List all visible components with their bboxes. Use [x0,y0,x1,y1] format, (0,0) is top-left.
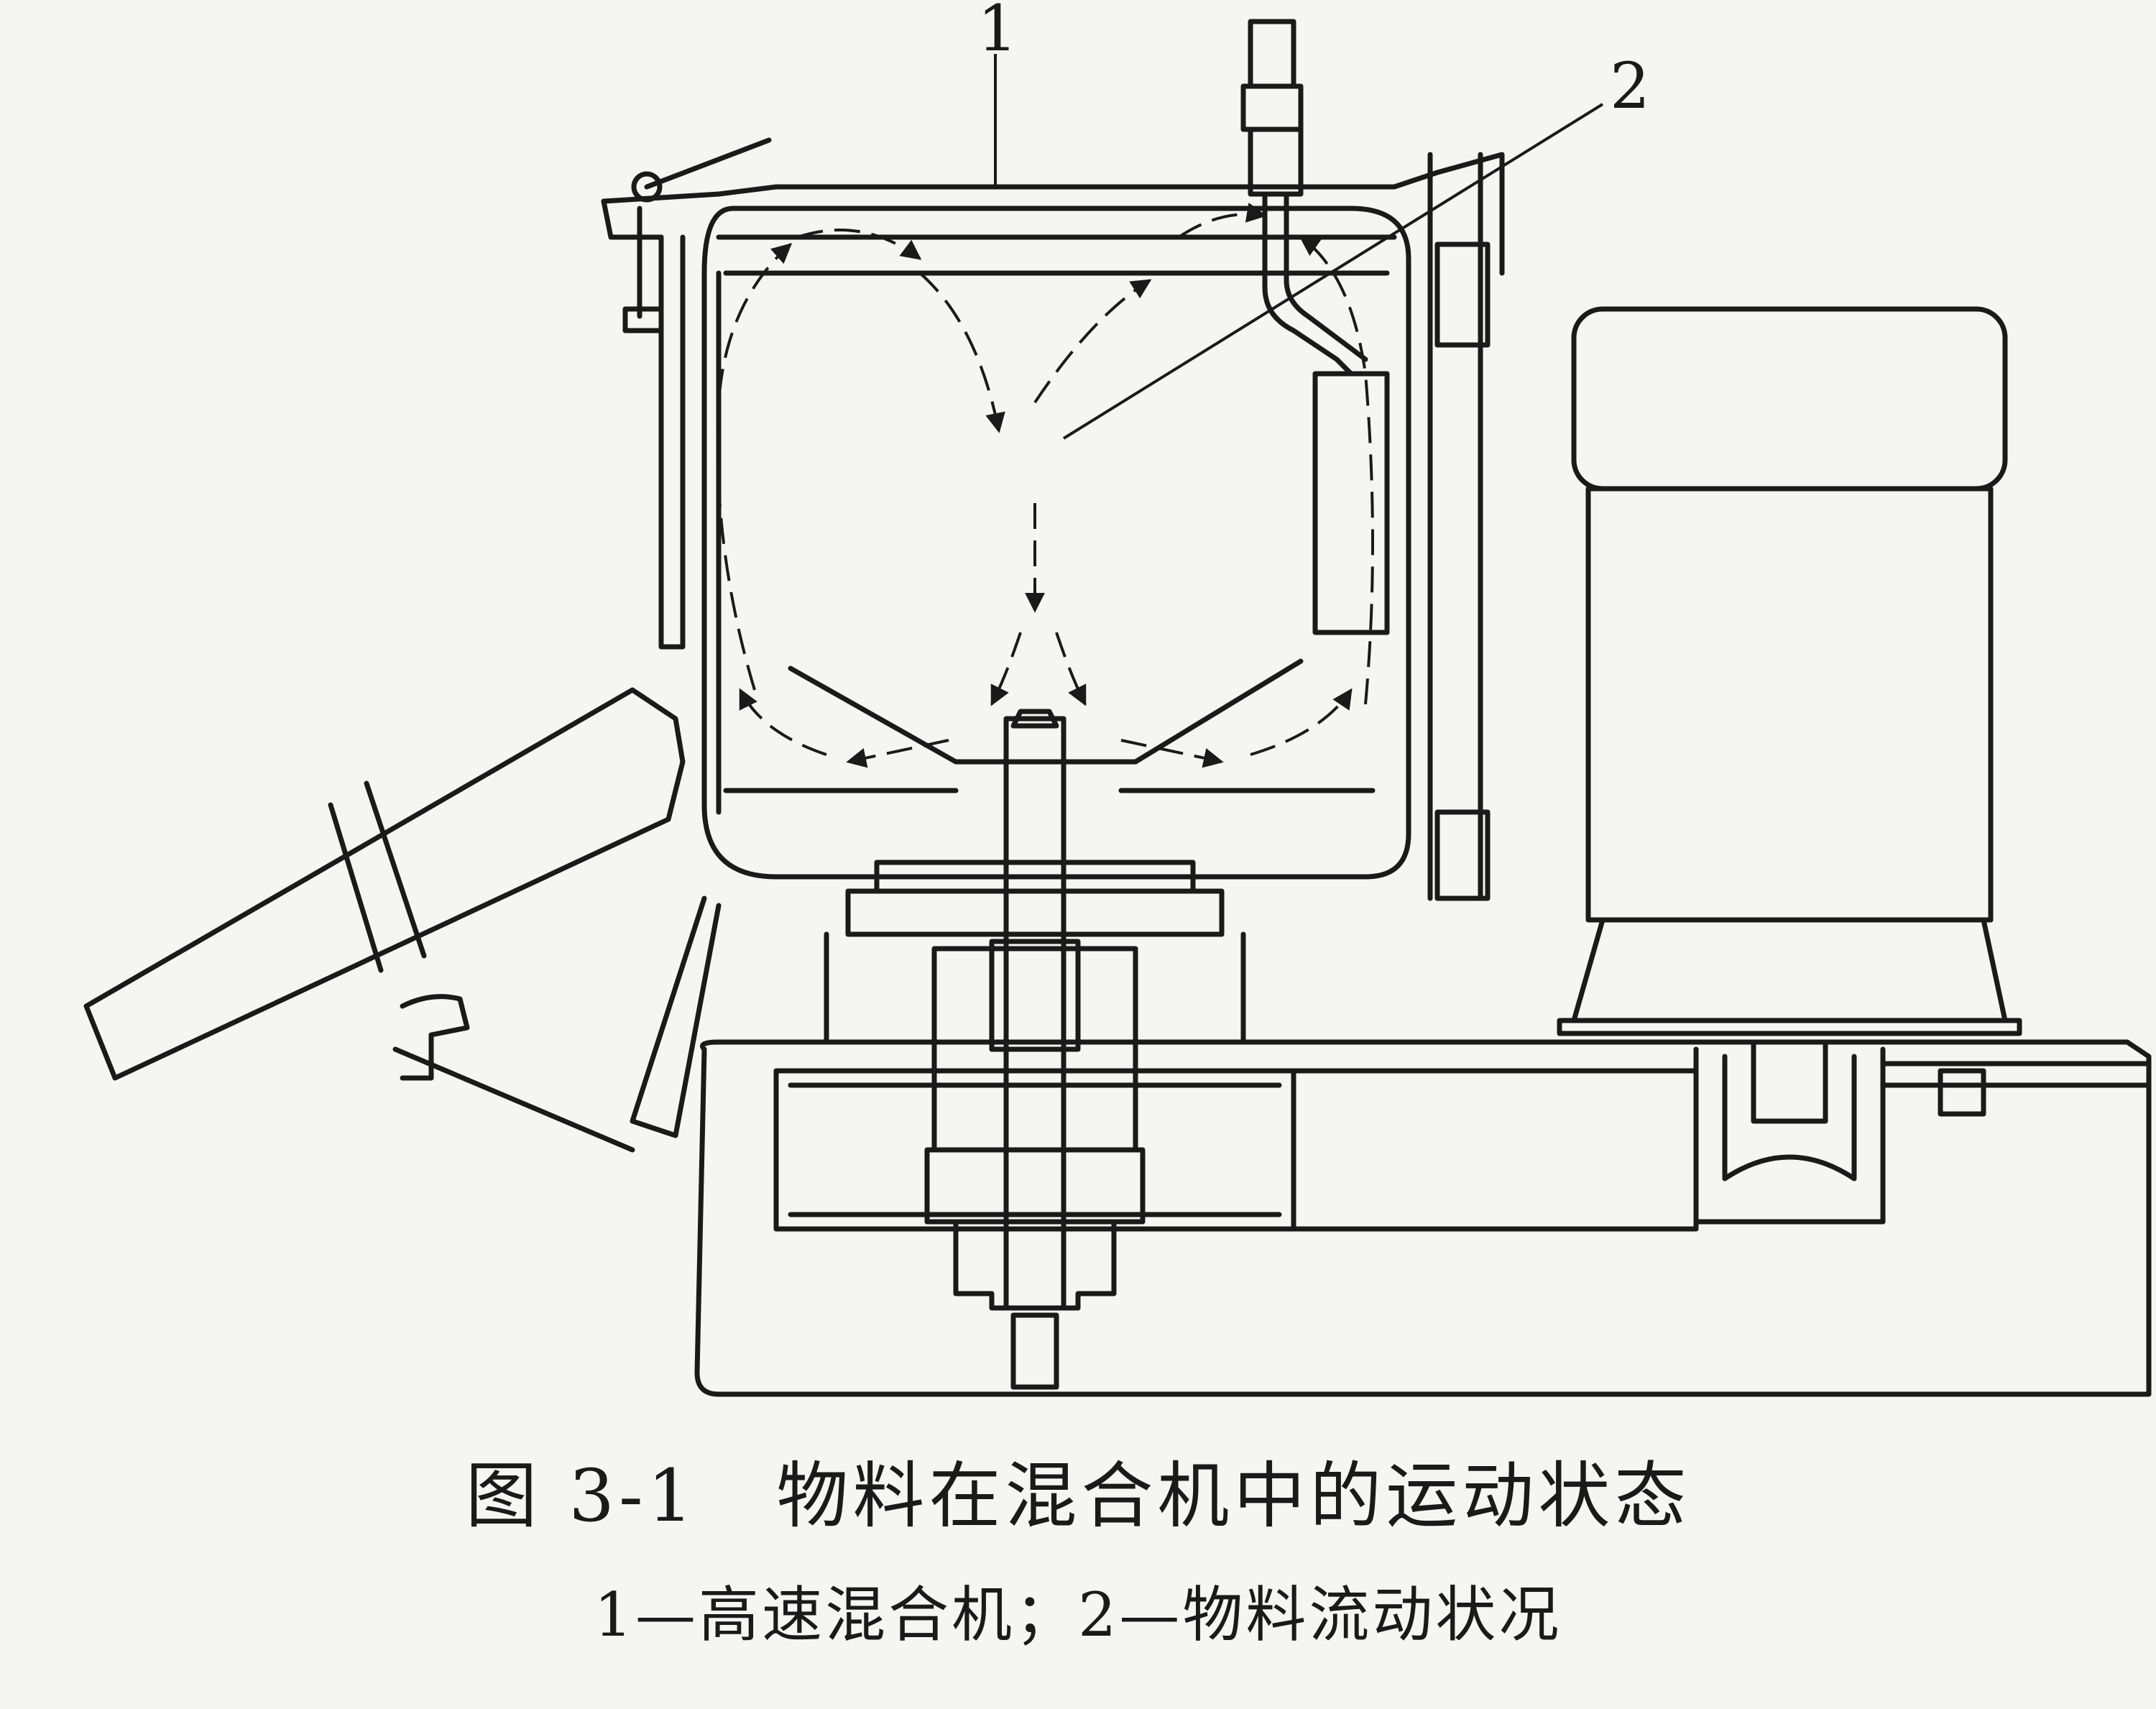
callout-1-label: 1 [977,0,1018,65]
left-leg [630,234,722,1138]
figure-number: 图 3-1 [465,1454,698,1538]
mixer-diagram: 1 2 [83,0,2152,1397]
lid-clamp [601,137,1505,333]
motor [1557,306,2022,1036]
figure-title: 物料在混合机中的运动状态 [776,1454,1691,1538]
callout-2-label: 2 [1610,49,1650,123]
frame-column [1427,152,1491,901]
callout-leaders [994,54,1604,440]
material-flow-arrows [716,203,1374,768]
drive-shaft [824,709,1246,1390]
base-housing [694,1039,2152,1397]
impeller-blades [723,658,1376,793]
mixing-vessel [701,19,1411,880]
figure-legend: 1—高速混合机；2—物料流动状况 [594,1580,1562,1650]
figure-caption: 图 3-1 物料在混合机中的运动状态 [0,1437,2156,1542]
discharge-chute [83,687,686,1153]
